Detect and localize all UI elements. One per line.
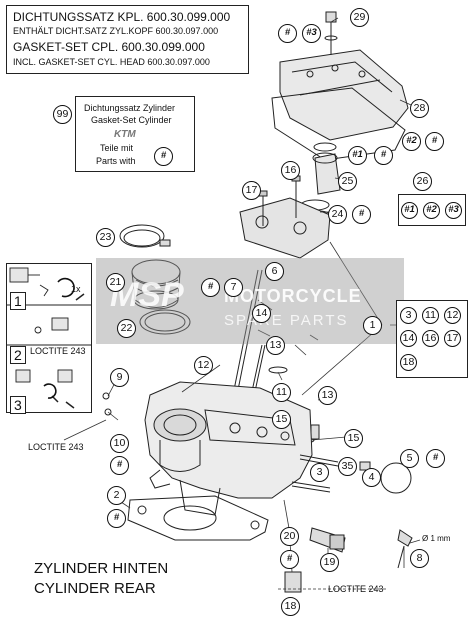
callout-18[interactable]: 18 [281, 597, 300, 616]
callout-4[interactable]: 4 [362, 468, 381, 487]
callout-15a[interactable]: 15 [272, 410, 291, 429]
installation-steps [6, 263, 92, 413]
callout-35[interactable]: 35 [338, 457, 357, 476]
group-26-box: #1 #2 #3 [398, 194, 466, 226]
callout-5[interactable]: 5 [400, 449, 419, 468]
callout-23[interactable]: 23 [96, 228, 115, 247]
gasket-marker-6: # [201, 278, 220, 297]
callout-10[interactable]: 10 [110, 434, 129, 453]
group-26-item-3[interactable]: #3 [445, 202, 462, 219]
group-1-item-3[interactable]: 3 [400, 307, 417, 324]
step-2-loctite: LOCTITE 243 [30, 346, 86, 356]
wire-size-note: Ø 1 mm [422, 534, 451, 543]
legend-line3: Teile mit [100, 143, 134, 153]
gasket-marker-20: # [280, 550, 299, 569]
gasket-marker-10: # [110, 456, 129, 475]
callout-20[interactable]: 20 [280, 527, 299, 546]
loctite-note-left: LOCTITE 243 [28, 442, 84, 452]
legend-line2: Gasket-Set Cylinder [91, 115, 172, 125]
gasket-marker-29: # [278, 24, 297, 43]
group-1-item-18[interactable]: 18 [400, 354, 417, 371]
callout-2[interactable]: 2 [107, 486, 126, 505]
gasket-marker-28: # [425, 132, 444, 151]
callout-21[interactable]: 21 [106, 273, 125, 292]
callout-28[interactable]: 28 [410, 99, 429, 118]
watermark-line2: SPARE PARTS [224, 312, 349, 329]
callout-17[interactable]: 17 [242, 181, 261, 200]
callout-13b[interactable]: 13 [318, 386, 337, 405]
gasket-set-legend: Dichtungssatz Zylinder Gasket-Set Cylind… [75, 96, 195, 172]
kit-note-line4: INCL. GASKET-SET CYL. HEAD 600.30.097.00… [13, 57, 210, 67]
callout-11[interactable]: 11 [272, 383, 291, 402]
ktm-logo: KTM [114, 129, 136, 140]
step-3-label: 3 [10, 396, 26, 414]
gasket-marker-5: # [426, 449, 445, 468]
callout-16[interactable]: 16 [281, 161, 300, 180]
group-1-item-14[interactable]: 14 [400, 330, 417, 347]
loctite-note-bottom: LOCTITE 243 [328, 584, 384, 594]
group-1-item-16[interactable]: 16 [422, 330, 439, 347]
gasket-marker-25: # [374, 146, 393, 165]
callout-3[interactable]: 3 [310, 463, 329, 482]
callout-99[interactable]: 99 [53, 105, 72, 124]
group-1-box: 3 11 12 14 16 17 18 [396, 300, 468, 378]
group-1-item-12[interactable]: 12 [444, 307, 461, 324]
gasket-marker-2-head: # [107, 509, 126, 528]
callout-15b[interactable]: 15 [344, 429, 363, 448]
diagram-title-de: ZYLINDER HINTEN [34, 560, 169, 577]
gasket-marker-1a: #1 [348, 146, 367, 165]
legend-line4: Parts with [96, 156, 136, 166]
callout-9[interactable]: 9 [110, 368, 129, 387]
callout-6[interactable]: 6 [265, 262, 284, 281]
gasket-marker-24: # [352, 205, 371, 224]
gasket-symbol: # [154, 147, 173, 166]
callout-13a[interactable]: 13 [266, 336, 285, 355]
callout-24[interactable]: 24 [328, 205, 347, 224]
callout-25[interactable]: 25 [338, 172, 357, 191]
callout-22[interactable]: 22 [117, 319, 136, 338]
step-2-label: 2 [10, 346, 26, 364]
callout-19[interactable]: 19 [320, 553, 339, 572]
group-1-item-11[interactable]: 11 [422, 307, 439, 324]
group-1-item-17[interactable]: 17 [444, 330, 461, 347]
kit-note-line3: GASKET-SET CPL. 600.30.099.000 [13, 40, 205, 54]
gasket-kit-note: DICHTUNGSSATZ KPL. 600.30.099.000 ENTHÄL… [6, 5, 249, 74]
callout-29[interactable]: 29 [350, 8, 369, 27]
callout-8[interactable]: 8 [410, 549, 429, 568]
legend-line1: Dichtungssatz Zylinder [84, 103, 176, 113]
callout-7[interactable]: 7 [224, 278, 243, 297]
callout-12[interactable]: 12 [194, 356, 213, 375]
group-26-item-1[interactable]: #1 [401, 202, 418, 219]
callout-26[interactable]: 26 [413, 172, 432, 191]
group-26-item-2[interactable]: #2 [423, 202, 440, 219]
callout-14[interactable]: 14 [252, 304, 271, 323]
step-1-label: 1 [10, 292, 26, 310]
watermark-logo [96, 258, 404, 344]
watermark-line1: MOTORCYCLE [224, 286, 362, 306]
step-1-count: 1x [71, 284, 81, 294]
callout-1[interactable]: 1 [363, 316, 382, 335]
diagram-title-en: CYLINDER REAR [34, 580, 156, 597]
kit-note-line1: DICHTUNGSSATZ KPL. 600.30.099.000 [13, 10, 231, 24]
kit-note-line2: ENTHÄLT DICHT.SATZ ZYL.KOPF 600.30.097.0… [13, 26, 219, 36]
gasket-marker-2: #2 [402, 132, 421, 151]
gasket-marker-3: #3 [302, 24, 321, 43]
